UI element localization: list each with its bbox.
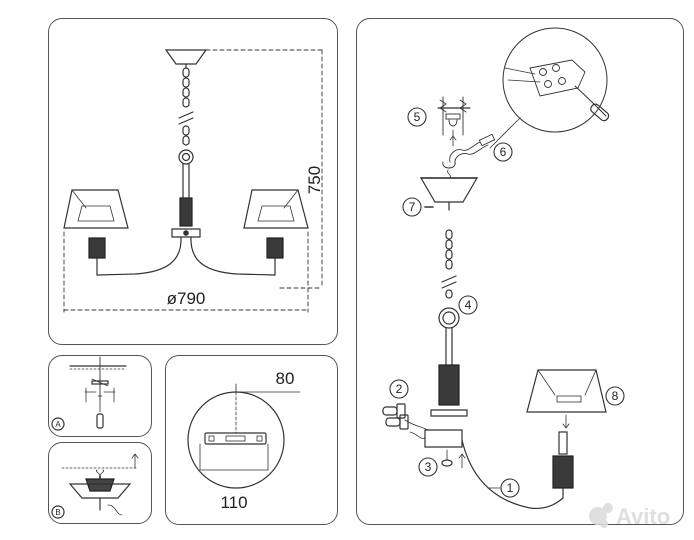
ceiling-mount-detail-a [51,356,127,431]
watermark: Avito [589,503,670,529]
watermark-text: Avito [616,504,670,529]
panel-assembly [356,18,684,525]
detail-a-label: A [55,420,61,429]
callout-2: 2 [396,382,403,396]
callout-5: 5 [414,110,421,124]
dimension-lines [63,49,323,313]
callout-1: 1 [507,481,514,495]
callout-3: 3 [425,460,432,474]
ceiling-mount-detail-b [51,453,139,519]
mounting-plate-drawing [187,383,301,489]
panel-dimensions [48,18,338,345]
plate-height-dimension-label: 80 [276,369,295,388]
assembly-exploded-view [382,27,610,510]
height-dimension-label: 750 [305,166,324,194]
plate-width-dimension-label: 110 [220,493,247,512]
callout-7: 7 [409,200,416,214]
callout-8: 8 [612,389,619,403]
chandelier-front-view [63,49,309,276]
callout-6: 6 [500,145,507,159]
callout-markers [389,107,625,498]
panel-mounting-plate [165,355,338,525]
diameter-dimension-label: ø790 [167,289,206,308]
detail-b-label: B [55,508,60,517]
callout-4: 4 [465,298,472,312]
